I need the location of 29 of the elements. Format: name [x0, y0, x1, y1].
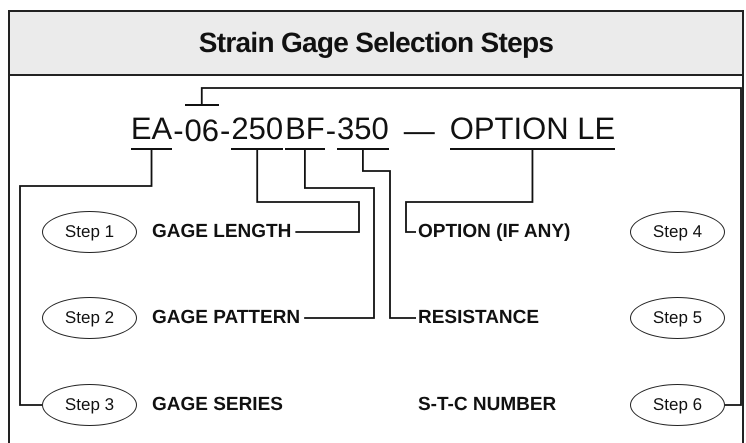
underlined-code-segment: BF	[285, 113, 325, 150]
leader-line	[405, 150, 534, 233]
step-oval: Step 3	[42, 384, 137, 426]
step-oval: Step 5	[630, 297, 725, 339]
underlined-code-segment: 250	[231, 113, 284, 150]
step-oval: Step 6	[630, 384, 725, 426]
separator: -	[220, 115, 230, 150]
leader-line	[362, 150, 416, 319]
overlined-code-segment: 06	[184, 104, 220, 150]
step-oval: Step 1	[42, 211, 137, 253]
step-label: GAGE SERIES	[152, 392, 283, 418]
step-label: S-T-C NUMBER	[418, 392, 556, 418]
separator: -	[326, 115, 336, 150]
underlined-code-segment: EA	[130, 113, 172, 150]
separator: -	[173, 115, 184, 150]
step-label: OPTION (IF ANY)	[418, 219, 570, 245]
separator: —	[404, 115, 435, 150]
underlined-code-segment: OPTION LE	[450, 113, 616, 150]
underlined-code-segment: 350	[337, 113, 389, 150]
step-label: GAGE LENGTH	[152, 219, 292, 245]
step-label: RESISTANCE	[418, 305, 540, 331]
leader-line	[256, 150, 360, 233]
step-oval: Step 4	[630, 211, 725, 253]
leader-line	[304, 150, 375, 319]
step-label: GAGE PATTERN	[152, 305, 300, 331]
title: Strain Gage Selection Steps	[198, 26, 554, 60]
step-oval: Step 2	[42, 297, 137, 339]
leader-line	[19, 150, 152, 406]
leader-line	[200, 87, 742, 406]
